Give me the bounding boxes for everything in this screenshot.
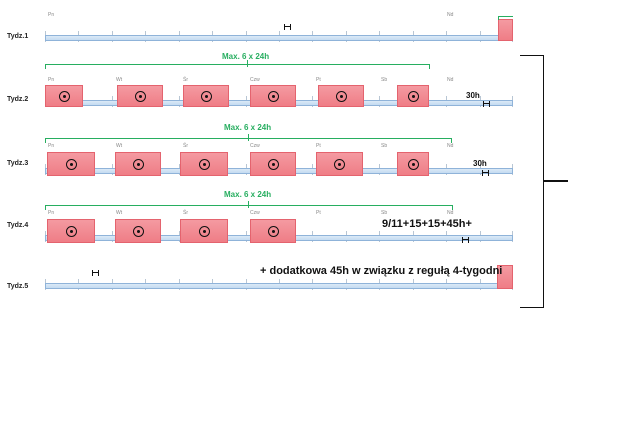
day-label-w1-nd: Nd — [447, 12, 454, 18]
bracket-max-w2 — [45, 64, 430, 69]
duty-block-w4-4 — [250, 219, 296, 243]
duty-block-w3-1 — [47, 152, 95, 176]
clock-dot-icon — [407, 90, 419, 102]
day-label-w2-3: Czw — [250, 77, 260, 83]
max-label-w4: Max. 6 x 24h — [224, 190, 272, 199]
day-label-w2-5: Sb — [381, 77, 388, 83]
duty-block-w3-6 — [397, 152, 429, 176]
clock-dot-icon — [198, 225, 210, 237]
day-label-w4-6: Nd — [447, 210, 454, 216]
clock-dot-icon — [267, 158, 279, 170]
bracket-w1-nd — [498, 16, 513, 20]
duty-block-w4-1 — [47, 219, 95, 243]
day-label-w4-5: Sb — [381, 210, 388, 216]
bracket-mid-w3 — [248, 134, 249, 141]
week-label-4: Tydz.4 — [7, 222, 29, 229]
day-label-w4-4: Pt — [316, 210, 321, 216]
clock-dot-icon — [134, 90, 146, 102]
week-label-3: Tydz.3 — [7, 160, 29, 167]
day-label-w3-4: Pt — [316, 143, 321, 149]
day-label-w4-3: Czw — [250, 210, 260, 216]
duty-block-w2-4 — [250, 85, 296, 107]
day-label-w4-2: Śr — [183, 210, 188, 216]
day-label-w3-3: Czw — [250, 143, 260, 149]
duty-block-w5-end — [497, 265, 513, 289]
duty-block-w3-5 — [316, 152, 363, 176]
day-label-w4-1: Wt — [116, 210, 123, 216]
clock-dot-icon — [407, 158, 419, 170]
week-label-5: Tydz.5 — [7, 283, 29, 290]
day-label-w1-pn: Pn — [48, 12, 55, 18]
clock-dot-icon — [334, 158, 345, 170]
duty-block-w2-1 — [45, 85, 83, 107]
duty-block-w2-3 — [183, 85, 229, 107]
additional-note: + dodatkowa 45h w związku z regułą 4-tyg… — [260, 265, 503, 277]
rest-icon — [91, 270, 99, 276]
four-week-bracket — [520, 55, 544, 308]
duty-block-w3-2 — [115, 152, 161, 176]
clock-dot-icon — [200, 90, 212, 102]
week-label-1: Tydz.1 — [7, 33, 29, 40]
bracket-mid-w2 — [247, 60, 248, 67]
day-label-w3-6: Nd — [447, 143, 454, 149]
duty-block-w4-2 — [115, 219, 161, 243]
rest-icon — [482, 101, 490, 107]
day-label-w2-2: Śr — [183, 77, 188, 83]
day-label-w3-5: Sb — [381, 143, 388, 149]
clock-dot-icon — [65, 158, 77, 170]
clock-dot-icon — [267, 225, 279, 237]
day-label-w3-1: Wt — [116, 143, 123, 149]
duty-block-w2-6 — [397, 85, 429, 107]
rest-icon — [481, 170, 489, 176]
duty-block-w2-2 — [117, 85, 163, 107]
duty-block-w4-3 — [180, 219, 228, 243]
day-label-w4-0: Pn — [48, 210, 55, 216]
clock-dot-icon — [58, 90, 70, 102]
clock-dot-icon — [335, 90, 347, 102]
duty-block-w2-5 — [318, 85, 364, 107]
clock-dot-icon — [132, 158, 144, 170]
clock-dot-icon — [267, 90, 279, 102]
clock-dot-icon — [132, 225, 144, 237]
rest-icon — [283, 24, 291, 30]
rest-icon — [461, 237, 469, 243]
day-label-w2-1: Wt — [116, 77, 123, 83]
day-label-w3-2: Śr — [183, 143, 188, 149]
max-label-w2: Max. 6 x 24h — [222, 52, 270, 61]
day-label-w3-0: Pn — [48, 143, 55, 149]
clock-dot-icon — [65, 225, 77, 237]
day-label-w2-6: Nd — [447, 77, 454, 83]
duty-block-w1-end — [498, 19, 513, 41]
hours-label-w3: 30h — [473, 159, 487, 168]
timeline-week-1 — [45, 35, 513, 41]
week-label-2: Tydz.2 — [7, 96, 29, 103]
max-label-w3: Max. 6 x 24h — [224, 123, 272, 132]
sum-note: 9/11+15+15+45h+ — [382, 218, 472, 230]
bracket-max-w4 — [45, 205, 453, 210]
day-label-w2-4: Pt — [316, 77, 321, 83]
timeline-week-5 — [45, 283, 513, 289]
duty-block-w3-3 — [180, 152, 228, 176]
day-label-w2-0: Pn — [48, 77, 55, 83]
duty-block-w3-4 — [250, 152, 296, 176]
bracket-mid-w4 — [248, 201, 249, 208]
clock-dot-icon — [198, 158, 210, 170]
hours-label-w2: 30h — [466, 91, 480, 100]
four-week-bracket-arm — [544, 180, 568, 182]
